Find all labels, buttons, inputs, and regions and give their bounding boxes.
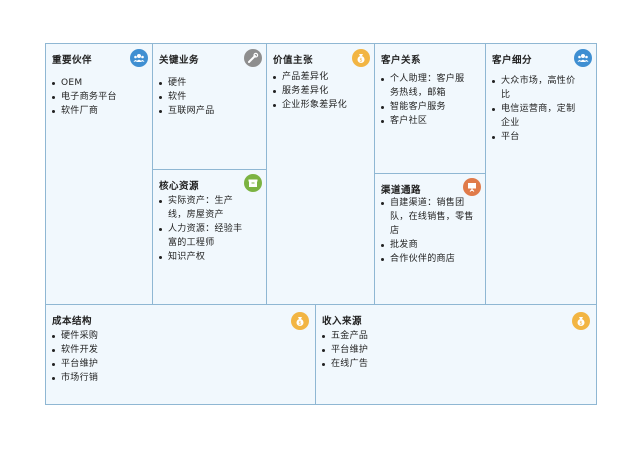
- list-item: 市场行销: [52, 371, 252, 385]
- tool-icon: [244, 49, 262, 67]
- key-activities-list: 硬件 软件 互联网产品: [159, 76, 259, 118]
- key-resources-title: 核心资源: [159, 181, 200, 192]
- revenue-streams-list: 五金产品 平台维护 在线广告: [322, 329, 522, 371]
- value-propositions-list: 产品差异化 服务差异化 企业形象差异化: [273, 70, 355, 112]
- list-item: 平台维护: [52, 357, 252, 371]
- customer-segments-block: 客户细分 大众市场，高性价比 电信运营商，定制企业 平台: [486, 44, 596, 305]
- channels-title: 渠道通路: [381, 185, 422, 196]
- cost-structure-block: 成本结构 $ 硬件采购 软件开发 平台维护 市场行销: [46, 305, 316, 404]
- presentation-icon: [463, 178, 481, 196]
- channels-list: 自建渠道：销售团队，在线销售，零售店 批发商 合作伙伴的商店: [381, 196, 477, 266]
- list-item: 个人助理：客户服务热线，邮箱: [381, 72, 473, 100]
- customer-relationships-block: 客户关系 个人助理：客户服务热线，邮箱 智能客户服务 客户社区: [375, 44, 486, 174]
- list-item: 实际资产：生产线，房屋资产: [159, 194, 251, 222]
- money-bag-icon: $: [291, 312, 309, 330]
- list-item: 软件: [159, 90, 259, 104]
- key-activities-title: 关键业务: [159, 55, 200, 66]
- cost-structure-list: 硬件采购 软件开发 平台维护 市场行销: [52, 329, 252, 385]
- list-item: 五金产品: [322, 329, 522, 343]
- money-bag-icon: $: [572, 312, 590, 330]
- box-icon: [244, 174, 262, 192]
- list-item: OEM: [52, 76, 148, 90]
- svg-text:$: $: [359, 58, 362, 64]
- list-item: 客户社区: [381, 114, 473, 128]
- revenue-streams-title: 收入来源: [322, 316, 363, 327]
- key-resources-list: 实际资产：生产线，房屋资产 人力资源：经验丰富的工程师 知识产权: [159, 194, 251, 264]
- list-item: 企业形象差异化: [273, 98, 355, 112]
- key-activities-block: 关键业务 硬件 软件 互联网产品: [153, 44, 267, 170]
- list-item: 大众市场，高性价比: [492, 74, 582, 102]
- svg-text:$: $: [298, 321, 301, 327]
- list-item: 在线广告: [322, 357, 522, 371]
- list-item: 电子商务平台: [52, 90, 148, 104]
- list-item: 互联网产品: [159, 104, 259, 118]
- customer-relationships-title: 客户关系: [381, 55, 422, 66]
- list-item: 智能客户服务: [381, 100, 473, 114]
- list-item: 人力资源：经验丰富的工程师: [159, 222, 251, 250]
- value-propositions-title: 价值主张: [273, 55, 314, 66]
- list-item: 平台维护: [322, 343, 522, 357]
- list-item: 批发商: [381, 238, 477, 252]
- svg-text:$: $: [579, 321, 582, 327]
- key-resources-block: 核心资源 实际资产：生产线，房屋资产 人力资源：经验丰富的工程师 知识产权: [153, 170, 267, 305]
- list-item: 服务差异化: [273, 84, 355, 98]
- list-item: 硬件采购: [52, 329, 252, 343]
- list-item: 知识产权: [159, 250, 251, 264]
- list-item: 平台: [492, 130, 582, 144]
- list-item: 硬件: [159, 76, 259, 90]
- customer-relationships-list: 个人助理：客户服务热线，邮箱 智能客户服务 客户社区: [381, 72, 473, 128]
- people-icon: [574, 49, 592, 67]
- key-partners-block: 重要伙伴 OEM 电子商务平台 软件厂商: [46, 44, 153, 305]
- value-propositions-block: 价值主张 $ 产品差异化 服务差异化 企业形象差异化: [267, 44, 375, 305]
- cost-structure-title: 成本结构: [52, 316, 93, 327]
- money-bag-icon: $: [352, 49, 370, 67]
- business-model-canvas: 重要伙伴 OEM 电子商务平台 软件厂商 关键业务 硬件 软件 互联网产品 核心…: [45, 43, 597, 405]
- list-item: 电信运营商，定制企业: [492, 102, 582, 130]
- key-partners-list: OEM 电子商务平台 软件厂商: [52, 76, 148, 118]
- people-icon: [130, 49, 148, 67]
- list-item: 自建渠道：销售团队，在线销售，零售店: [381, 196, 477, 238]
- revenue-streams-block: 收入来源 $ 五金产品 平台维护 在线广告: [316, 305, 596, 404]
- customer-segments-title: 客户细分: [492, 55, 533, 66]
- list-item: 软件开发: [52, 343, 252, 357]
- key-partners-title: 重要伙伴: [52, 55, 93, 66]
- list-item: 产品差异化: [273, 70, 355, 84]
- customer-segments-list: 大众市场，高性价比 电信运营商，定制企业 平台: [492, 74, 582, 144]
- channels-block: 渠道通路 自建渠道：销售团队，在线销售，零售店 批发商 合作伙伴的商店: [375, 174, 486, 305]
- list-item: 软件厂商: [52, 104, 148, 118]
- list-item: 合作伙伴的商店: [381, 252, 477, 266]
